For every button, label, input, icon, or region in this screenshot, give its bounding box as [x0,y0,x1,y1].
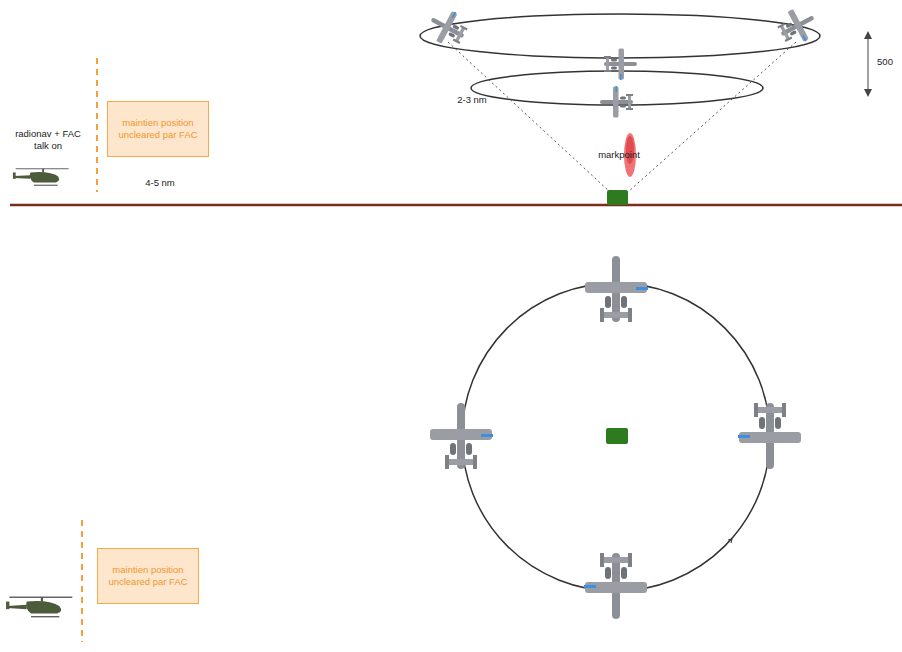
dimension-label: 4-5 nm [130,177,190,189]
note-text: radionav + FAC talk on [13,128,83,152]
hold-box: maintien position uncleared par FAC [97,548,199,604]
box-text: maintien position uncleared par FAC [114,117,202,141]
dimension-label: 500 [872,56,898,68]
dimension-label: 2-3 nm [447,94,497,106]
hold-box: maintien position uncleared par FAC [107,101,209,157]
mark-label: markpoint [589,149,649,161]
box-text: maintien position uncleared par FAC [104,564,192,588]
